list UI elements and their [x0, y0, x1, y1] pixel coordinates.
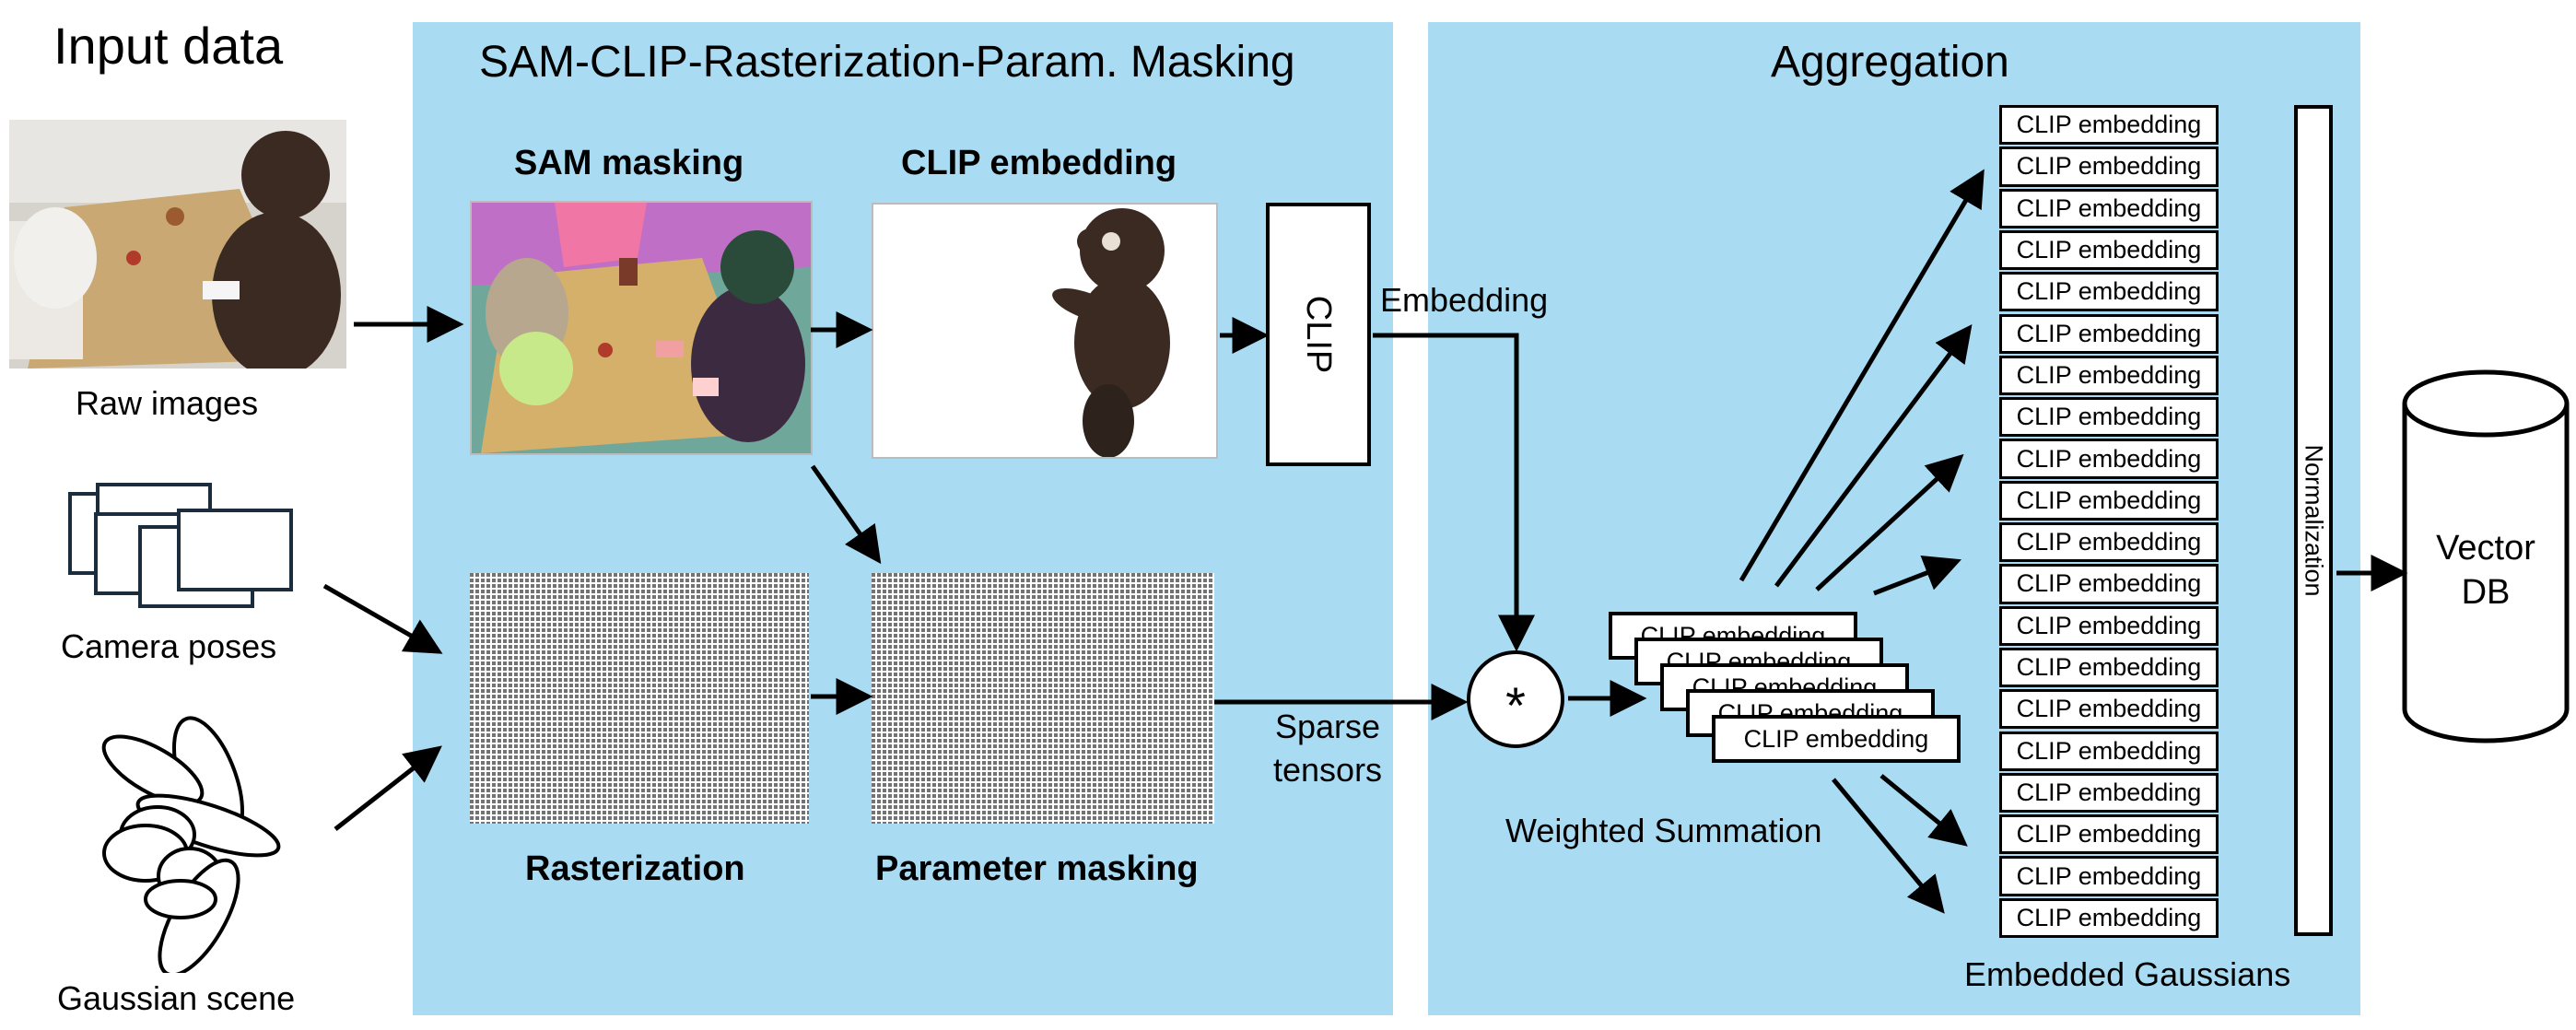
- gaussian-scene-label: Gaussian scene: [57, 979, 296, 1017]
- raw-image-thumbnail: [9, 120, 346, 369]
- parameter-masking-image: [872, 573, 1214, 824]
- pipeline-title: SAM-CLIP-Rasterization-Param. Masking: [479, 38, 1295, 87]
- embedded-gaussian-cell: CLIP embedding: [1999, 605, 2219, 646]
- parameter-masking-label: Parameter masking: [875, 849, 1199, 888]
- embedded-gaussian-cell: CLIP embedding: [1999, 897, 2219, 938]
- clip-embedding-image: [872, 203, 1218, 459]
- clip-embedding-image-label: CLIP embedding: [901, 144, 1177, 182]
- arrow: [1774, 323, 1973, 588]
- arrow: [1373, 333, 1535, 652]
- arrow: [810, 464, 882, 565]
- multiply-operator: *: [1467, 650, 1564, 748]
- input-data-title: Input data: [53, 17, 284, 75]
- embedded-gaussian-cell: CLIP embedding: [1999, 689, 2219, 730]
- embedded-gaussian-cell: CLIP embedding: [1999, 105, 2219, 146]
- embedded-gaussian-cell: CLIP embedding: [1999, 313, 2219, 354]
- camera-poses-label: Camera poses: [61, 627, 277, 665]
- embedded-gaussians-label: Embedded Gaussians: [1964, 955, 2291, 993]
- embedded-gaussian-cell: CLIP embedding: [1999, 272, 2219, 312]
- arrow: [322, 583, 443, 654]
- embedded-gaussian-cell: CLIP embedding: [1999, 814, 2219, 855]
- raw-images-label: Raw images: [76, 384, 259, 422]
- rasterization-label: Rasterization: [525, 849, 745, 888]
- embedded-gaussian-cell: CLIP embedding: [1999, 188, 2219, 228]
- embedded-gaussian-cell: CLIP embedding: [1999, 480, 2219, 521]
- sam-clip-panel: [413, 22, 1393, 1015]
- sparse-tensors-label: Sparse tensors: [1273, 708, 1383, 789]
- arrow: [1873, 556, 1961, 596]
- embedded-gaussian-cell: CLIP embedding: [1999, 522, 2219, 563]
- embedded-gaussian-cell: CLIP embedding: [1999, 439, 2219, 479]
- arrow: [1832, 778, 1945, 914]
- multiply-symbol: *: [1505, 676, 1526, 734]
- embedded-gaussian-cell: CLIP embedding: [1999, 856, 2219, 896]
- sam-masking-label: SAM masking: [514, 144, 744, 182]
- arrow: [1815, 453, 1964, 591]
- weighted-summation-label: Weighted Summation: [1505, 812, 1822, 849]
- embedded-gaussian-cell: CLIP embedding: [1999, 731, 2219, 771]
- camera-poses-icon: [68, 483, 293, 608]
- vector-db-label: Vector DB: [2436, 529, 2535, 612]
- embedded-gaussian-cell: CLIP embedding: [1999, 146, 2219, 187]
- stack-card: CLIP embedding: [1712, 715, 1961, 763]
- sam-mask-image: [470, 201, 813, 455]
- embedded-gaussian-cell: CLIP embedding: [1999, 772, 2219, 813]
- arrow: [1739, 169, 1985, 582]
- gaussian-scene-icon: [101, 716, 281, 973]
- embedded-gaussian-cell: CLIP embedding: [1999, 397, 2219, 438]
- aggregation-title: Aggregation: [1771, 38, 2009, 87]
- normalization-bar: [2294, 105, 2333, 936]
- rasterization-image: [470, 573, 809, 824]
- embedded-gaussian-cell: CLIP embedding: [1999, 355, 2219, 396]
- arrow: [334, 745, 442, 831]
- embedded-gaussian-cell: CLIP embedding: [1999, 229, 2219, 271]
- vector-db-cylinder: [2402, 369, 2570, 743]
- arrow: [1879, 774, 1968, 847]
- embedded-gaussian-cell: CLIP embedding: [1999, 564, 2219, 604]
- embedding-label: Embedding: [1380, 281, 1549, 319]
- embedded-gaussian-cell: CLIP embedding: [1999, 647, 2219, 688]
